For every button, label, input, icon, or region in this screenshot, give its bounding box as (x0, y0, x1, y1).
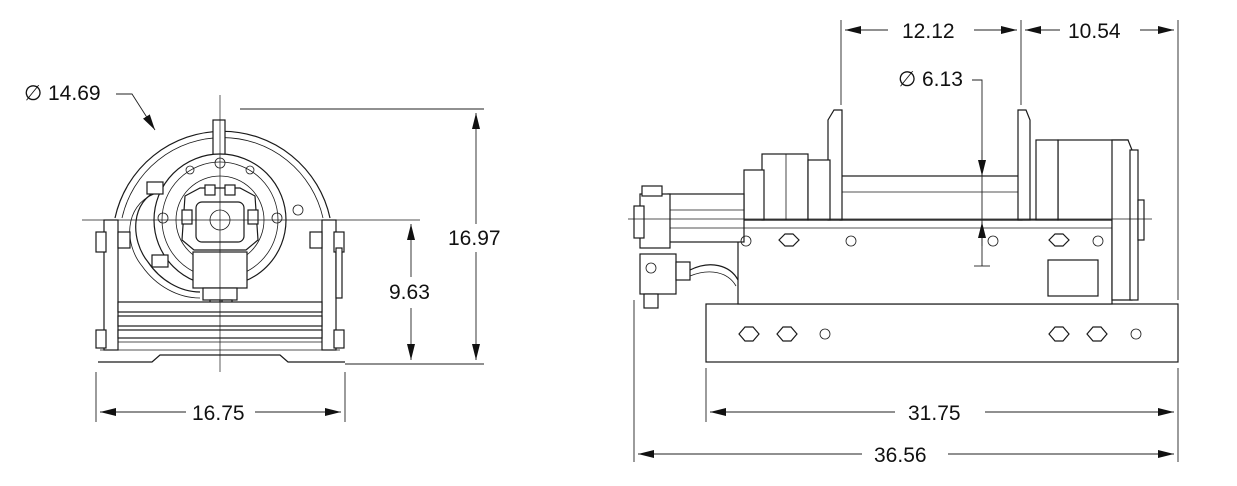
side-view (628, 109, 1179, 363)
front-view-dimensions: ∅ 14.69 16.97 9.63 16.75 (24, 81, 501, 425)
diameter-symbol-barrel: ∅ (898, 67, 916, 91)
dim-overall-length: 36.56 (874, 444, 927, 467)
dim-drum-length: 12.12 (902, 20, 955, 43)
dim-overall-width: 16.75 (192, 402, 245, 425)
dim-brake-length: 10.54 (1068, 20, 1121, 43)
diameter-symbol: ∅ (24, 81, 42, 105)
dim-overall-height: 16.97 (448, 227, 501, 250)
dim-base-length: 31.75 (908, 402, 961, 425)
dim-drum-flange-diameter: 14.69 (48, 82, 101, 105)
side-view-dimensions: 12.12 10.54 ∅ 6.13 31.75 36.56 (633, 20, 1179, 467)
dim-drum-center-height: 9.63 (389, 281, 430, 304)
front-view (82, 95, 420, 372)
dim-drum-barrel-diameter: 6.13 (922, 68, 963, 91)
